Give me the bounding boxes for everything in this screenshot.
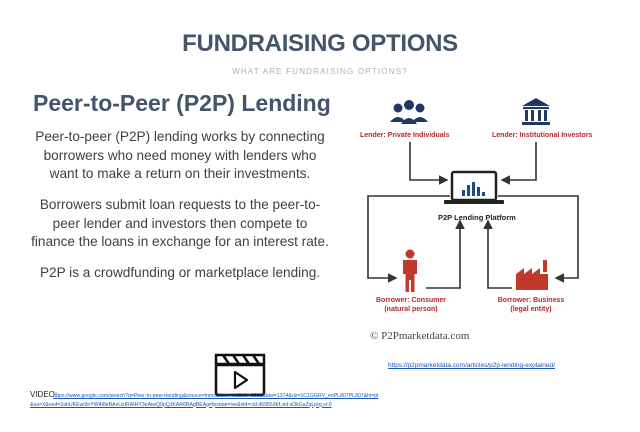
label-platform: P2P Lending Platform (438, 213, 516, 222)
factory-icon (516, 260, 548, 290)
label-lender-institutional: Lender: Institutional Investors (492, 132, 593, 139)
p2p-lending-diagram (367, 98, 579, 292)
paragraph-borrowers: Borrowers submit loan requests to the pe… (31, 197, 329, 249)
video-link[interactable]: VIDEO: https://www.google.com/search?q=P… (30, 392, 380, 409)
paragraph-crowdfunding: P2P is a crowdfunding or marketplace len… (39, 265, 321, 280)
bank-icon (522, 98, 550, 125)
label-borrower-consumer-line2: (natural person) (384, 306, 438, 313)
page-title: FUNDRAISING OPTIONS (182, 30, 458, 57)
section-heading: Peer-to-Peer (P2P) Lending (33, 90, 331, 116)
diagram-arrows (367, 142, 579, 289)
person-icon (403, 249, 417, 292)
label-borrower-consumer: Borrower: Consumer (natural person) (376, 296, 446, 314)
video-label: VIDEO: (30, 390, 58, 399)
paragraph-how-it-works: Peer-to-peer (P2P) lending works by conn… (35, 129, 325, 181)
label-borrower-business: Borrower: Business (legal entity) (496, 296, 566, 314)
label-borrower-business-line2: (legal entity) (510, 306, 552, 313)
video-link-text[interactable]: https://www.google.com/search?q=Peer-to-… (30, 393, 379, 408)
people-icon (390, 100, 428, 124)
video-clapperboard-icon[interactable] (214, 353, 266, 397)
page-subtitle: WHAT ARE FUNDRAISING OPTIONS? (232, 67, 408, 76)
source-link[interactable]: https://p2pmarketdata.com/articles/p2p-l… (388, 362, 555, 369)
diagram-copyright: © P2Pmarketdata.com (370, 330, 470, 342)
label-borrower-business-line1: Borrower: Business (497, 297, 565, 304)
label-lender-private: Lender: Private Individuals (360, 132, 450, 139)
laptop-chart-icon (444, 170, 504, 204)
label-borrower-consumer-line1: Borrower: Consumer (376, 297, 447, 304)
